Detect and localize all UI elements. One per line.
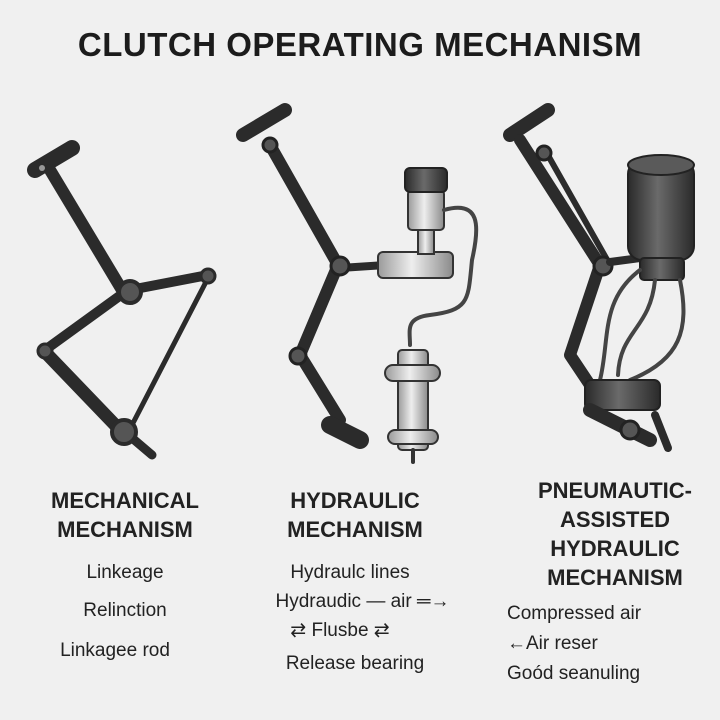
heading-line: MECHANISM bbox=[287, 517, 423, 542]
hydraulic-illustration bbox=[236, 103, 479, 464]
pneumatic-item: ←Air reser bbox=[507, 633, 598, 654]
hydraulic-item: Hydraudic — air ═→ bbox=[275, 591, 450, 612]
release-assembly bbox=[584, 379, 661, 411]
mechanical-item: Relinction bbox=[83, 600, 167, 621]
heading-line: PNEUMAUTIC- bbox=[538, 478, 692, 503]
hydraulic-line bbox=[407, 206, 479, 347]
page-title: CLUTCH OPERATING MECHANISM bbox=[77, 26, 643, 63]
pneumatic-item: Goód seanuling bbox=[507, 663, 641, 684]
heading-line: HYDRAULIC bbox=[550, 536, 680, 561]
heading-line: ASSISTED bbox=[559, 507, 671, 532]
pedal-pad bbox=[503, 103, 555, 142]
mechanical-item: Linkeage bbox=[86, 562, 164, 583]
linkage-rod bbox=[129, 275, 211, 428]
master-cylinder bbox=[377, 251, 454, 279]
heading-line: HYDRAULIC bbox=[290, 488, 420, 513]
pneumatic-heading: PNEUMAUTIC- ASSISTED HYDRAULIC MECHANISM bbox=[510, 476, 720, 592]
air-line bbox=[616, 278, 657, 377]
reservoir-cap bbox=[404, 167, 448, 193]
hydraulic-item: Release bearing bbox=[285, 653, 425, 674]
pneumatic-item: Compressed air bbox=[507, 603, 642, 624]
heading-line: MECHANISM bbox=[57, 517, 193, 542]
heading-line: MECHANISM bbox=[547, 565, 683, 590]
hydraulic-item: Hydraulc lines bbox=[290, 562, 410, 583]
fluid-reservoir bbox=[407, 189, 445, 231]
mechanical-item: Linkagee rod bbox=[60, 640, 170, 661]
pivot bbox=[117, 279, 143, 305]
pedal-pad bbox=[236, 103, 292, 142]
link-bar bbox=[125, 270, 213, 295]
mechanical-heading: MECHANICAL MECHANISM bbox=[10, 486, 240, 544]
hydraulic-heading: HYDRAULIC MECHANISM bbox=[255, 486, 455, 544]
pedal-arm bbox=[44, 164, 128, 296]
mechanical-linkage-illustration bbox=[27, 140, 217, 460]
pneumatic-illustration bbox=[503, 103, 695, 452]
pedal-foot bbox=[321, 416, 369, 449]
pedal-arm bbox=[514, 134, 606, 406]
heading-line: MECHANICAL bbox=[51, 488, 199, 513]
hydraulic-item: ⇄ Flusbe ⇄ bbox=[290, 620, 390, 641]
pedal-arm bbox=[264, 139, 346, 426]
